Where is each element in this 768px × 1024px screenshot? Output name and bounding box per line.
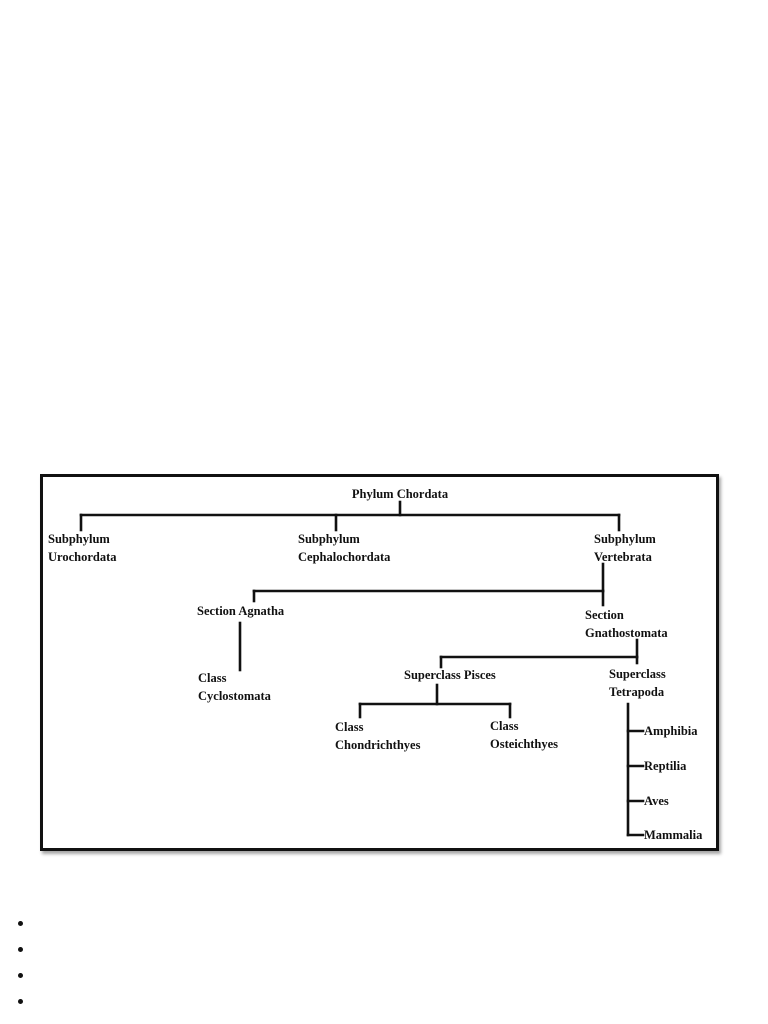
bullet-list: [0, 912, 60, 1016]
node-section-agnatha: Section Agnatha: [197, 604, 285, 618]
node-class-aves: Aves: [644, 794, 669, 808]
node-class-amphibia: Amphibia: [644, 724, 698, 738]
list-item: [0, 990, 60, 1016]
node-class-mammalia: Mammalia: [644, 828, 703, 842]
node-superclass-pisces: Superclass Pisces: [404, 668, 496, 682]
node-class-reptilia: Reptilia: [644, 759, 687, 773]
list-item: [0, 912, 60, 938]
list-item: [0, 964, 60, 990]
list-item: [0, 938, 60, 964]
node-phylum-chordata: Phylum Chordata: [352, 487, 449, 501]
